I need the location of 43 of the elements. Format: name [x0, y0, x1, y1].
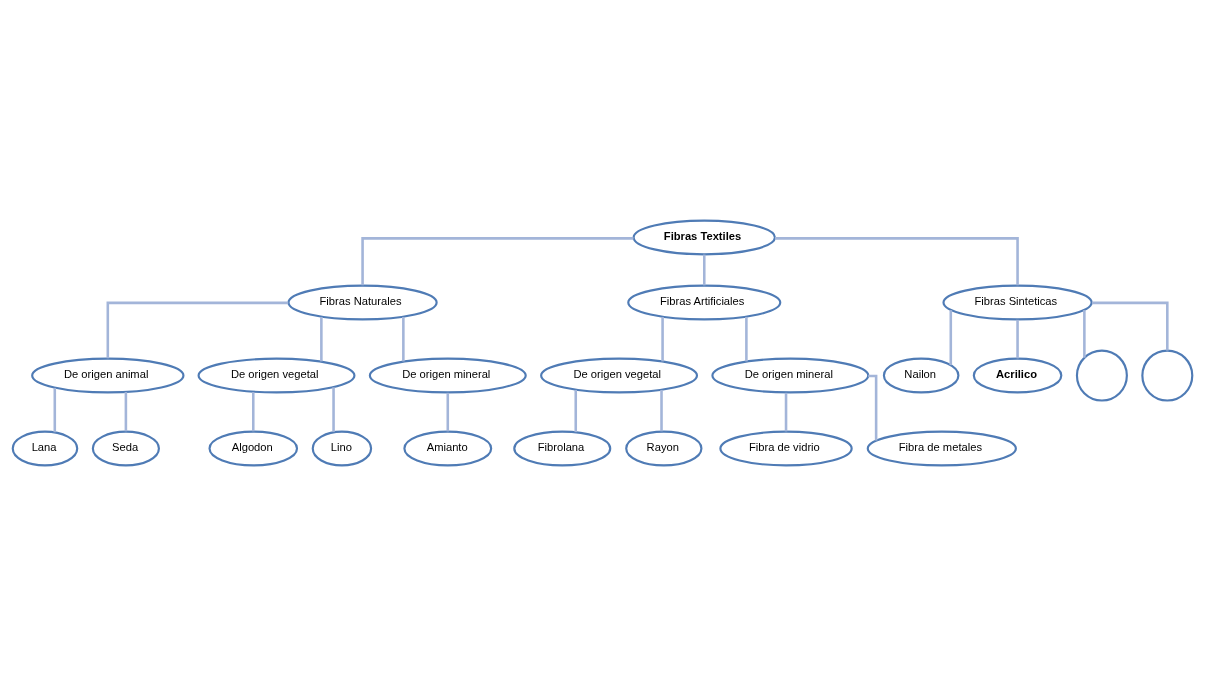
- connector: [252, 392, 255, 432]
- connector: [446, 392, 450, 432]
- connector: [745, 316, 748, 362]
- node-ellipse: Nailon: [882, 357, 960, 394]
- connector: [774, 237, 1019, 286]
- connector: [1083, 310, 1086, 358]
- connector: [361, 237, 634, 286]
- node-ellipse: Fibras Naturales: [287, 284, 438, 321]
- connector: [1016, 319, 1019, 359]
- node-ellipse: Fibras Textiles: [632, 219, 776, 256]
- connector: [574, 389, 578, 433]
- node-ellipse: De origen animal: [31, 357, 185, 394]
- node-ellipse: De origen vegetal: [197, 357, 356, 394]
- connector: [320, 316, 323, 362]
- node-ellipse: De origen mineral: [711, 357, 870, 394]
- node-ellipse: Amianto: [403, 430, 493, 467]
- node-ellipse: Acrilico: [972, 357, 1063, 394]
- connector: [784, 392, 788, 432]
- node-circle: [1075, 349, 1128, 402]
- connector: [660, 389, 663, 432]
- connector: [106, 301, 289, 359]
- connector: [402, 316, 405, 362]
- node-ellipse: Fibra de metales: [866, 430, 1017, 467]
- connector: [332, 387, 335, 432]
- connector: [661, 316, 664, 362]
- node-ellipse: Algodon: [208, 430, 299, 467]
- node-ellipse: Fibras Sinteticas: [942, 284, 1093, 321]
- node-circle: [1141, 349, 1194, 402]
- connector: [1092, 301, 1169, 351]
- node-ellipse: Lino: [311, 430, 373, 467]
- node-ellipse: Rayon: [625, 430, 703, 467]
- connector: [949, 310, 953, 366]
- node-ellipse: Fibrolana: [513, 430, 612, 467]
- connector: [868, 374, 878, 441]
- node-ellipse: Fibra de vidrio: [719, 430, 853, 467]
- node-ellipse: Seda: [91, 430, 160, 467]
- connector: [703, 254, 706, 286]
- node-ellipse: De origen vegetal: [540, 357, 699, 394]
- connector: [53, 387, 57, 433]
- node-ellipse: Lana: [11, 430, 79, 467]
- node-ellipse: De origen mineral: [368, 357, 527, 394]
- connector: [124, 392, 128, 432]
- node-ellipse: Fibras Artificiales: [627, 284, 782, 321]
